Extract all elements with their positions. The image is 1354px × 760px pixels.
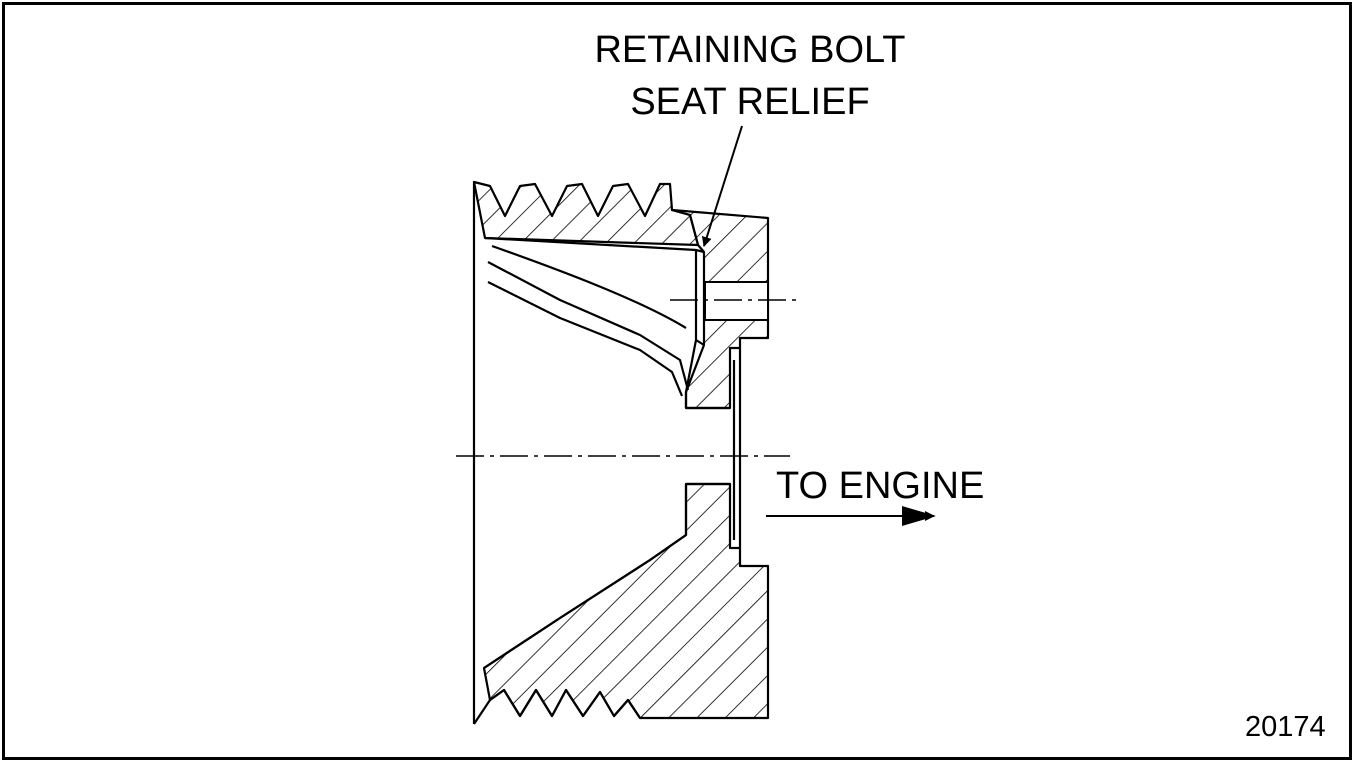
direction-label: TO ENGINE: [776, 465, 985, 507]
bolt-callout-line2: SEAT RELIEF: [630, 81, 870, 123]
inner-cone-line-1: [487, 261, 690, 391]
seat-relief-notch: [695, 248, 705, 346]
engine-side-recess: [732, 348, 742, 548]
inner-cone-line-3: [491, 244, 687, 329]
to-engine-arrowhead: [902, 506, 936, 526]
lower-grooves: [473, 688, 641, 725]
upper-rim-section: [472, 180, 700, 247]
inner-cone-line-2: [487, 281, 684, 397]
bolt-bore: [704, 281, 769, 321]
bolt-callout-line1: RETAINING BOLT: [594, 29, 906, 71]
bolt-callout-leader: [701, 125, 743, 247]
lower-web-section: [482, 482, 770, 720]
lower-cone-face: [483, 484, 688, 669]
web-inner-face: [484, 236, 698, 408]
figure-number: 20174: [1245, 711, 1326, 743]
